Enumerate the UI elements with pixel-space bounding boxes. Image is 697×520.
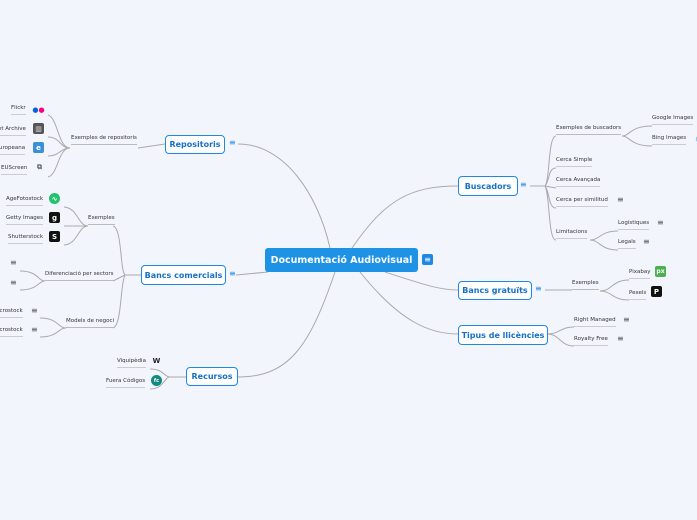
- leaf-internet-archive[interactable]: et Archive: [0, 126, 26, 136]
- leaf-microstock-1[interactable]: icrostock: [0, 308, 23, 318]
- shutterstock-icon: S: [49, 231, 60, 242]
- leaf-flickr[interactable]: Flickr: [11, 105, 26, 115]
- leaf-getty-images[interactable]: Getty Images: [6, 215, 44, 225]
- notes-icon[interactable]: ≡: [31, 325, 38, 334]
- branch-recursos[interactable]: Recursos: [186, 367, 238, 386]
- europeana-icon: e: [33, 142, 44, 153]
- leaf-logistiques[interactable]: Logístiques: [618, 220, 650, 230]
- notes-icon[interactable]: ≡: [617, 195, 624, 204]
- leaf-royalty-free[interactable]: Royalty Free: [574, 336, 608, 346]
- branch-repositoris[interactable]: Repositoris: [165, 135, 225, 154]
- leaf-limitacions[interactable]: Limitacions: [556, 229, 588, 239]
- leaf-bing-images[interactable]: Bing Images: [652, 135, 687, 145]
- leaf-microstock-2[interactable]: icrostock: [0, 327, 23, 337]
- notes-icon[interactable]: ≡: [643, 237, 650, 246]
- leaf-cerca-simple[interactable]: Cerca Simple: [556, 157, 593, 167]
- bing-icon: ◔: [693, 133, 697, 144]
- leaf-euscreen[interactable]: EUScreen: [1, 165, 28, 175]
- leaf-google-images[interactable]: Google Images: [652, 115, 694, 125]
- leaf-right-managed[interactable]: Right Managed: [574, 317, 616, 327]
- notes-icon[interactable]: ≡: [229, 138, 236, 147]
- leaf-cerca-similitud[interactable]: Cerca per similitud: [556, 197, 608, 207]
- wikipedia-icon: W: [152, 356, 161, 365]
- notes-icon[interactable]: ≡: [535, 284, 542, 293]
- pixabay-icon: px: [655, 266, 666, 277]
- sub-exemples-bancs[interactable]: Exemples: [88, 215, 115, 225]
- agefotostock-icon: ∿: [49, 193, 60, 204]
- notes-icon[interactable]: ≡: [229, 269, 236, 278]
- branch-bancs-gratuits[interactable]: Bancs gratuïts: [458, 281, 532, 300]
- sub-diferenciacio-sectors[interactable]: Diferenciació per sectors: [45, 271, 114, 281]
- flickr-icon: ●●: [32, 105, 45, 114]
- leaf-europeana[interactable]: uropeana: [0, 145, 26, 155]
- notes-icon[interactable]: ≡: [10, 258, 17, 267]
- notes-icon[interactable]: ≡: [31, 306, 38, 315]
- internet-archive-icon: ▥: [33, 123, 44, 134]
- getty-images-icon: g: [49, 212, 60, 223]
- notes-icon[interactable]: ≡: [520, 180, 527, 189]
- notes-icon[interactable]: ≡: [10, 278, 17, 287]
- leaf-legals[interactable]: Legals: [618, 239, 636, 249]
- sub-exemples-repositoris[interactable]: Exemples de repositoris: [71, 135, 137, 145]
- notes-icon[interactable]: ≡: [657, 218, 664, 227]
- branch-buscadors[interactable]: Buscadors: [458, 176, 518, 196]
- notes-icon[interactable]: ≡: [422, 254, 433, 265]
- central-node[interactable]: Documentació Audiovisual: [265, 248, 418, 272]
- branch-tipus-llicencies[interactable]: Tipus de llicències: [458, 325, 548, 345]
- pexels-icon: P: [651, 286, 662, 297]
- leaf-pexels[interactable]: Pexels: [629, 290, 647, 300]
- euscreen-icon: ⧉: [37, 163, 42, 171]
- fuera-codigos-icon: fc: [151, 375, 162, 386]
- leaf-agefotostock[interactable]: AgeFotostock: [6, 196, 44, 206]
- notes-icon[interactable]: ≡: [623, 315, 630, 324]
- sub-models-negoci[interactable]: Models de negoci: [66, 318, 115, 328]
- sub-exemples-gratuits[interactable]: Exemples: [572, 280, 599, 290]
- branch-bancs-comercials[interactable]: Bancs comercials: [141, 265, 226, 285]
- sub-exemples-buscadors[interactable]: Exemples de buscadors: [556, 125, 622, 135]
- notes-icon[interactable]: ≡: [617, 334, 624, 343]
- leaf-fuera-codigos[interactable]: Fuera Códigos: [106, 378, 146, 388]
- leaf-pixabay[interactable]: Pixabay: [629, 269, 651, 279]
- leaf-shutterstock[interactable]: Shutterstock: [8, 234, 44, 244]
- leaf-viquipedia[interactable]: Viquipèdia: [117, 358, 146, 368]
- leaf-cerca-avancada[interactable]: Cerca Avançada: [556, 177, 601, 187]
